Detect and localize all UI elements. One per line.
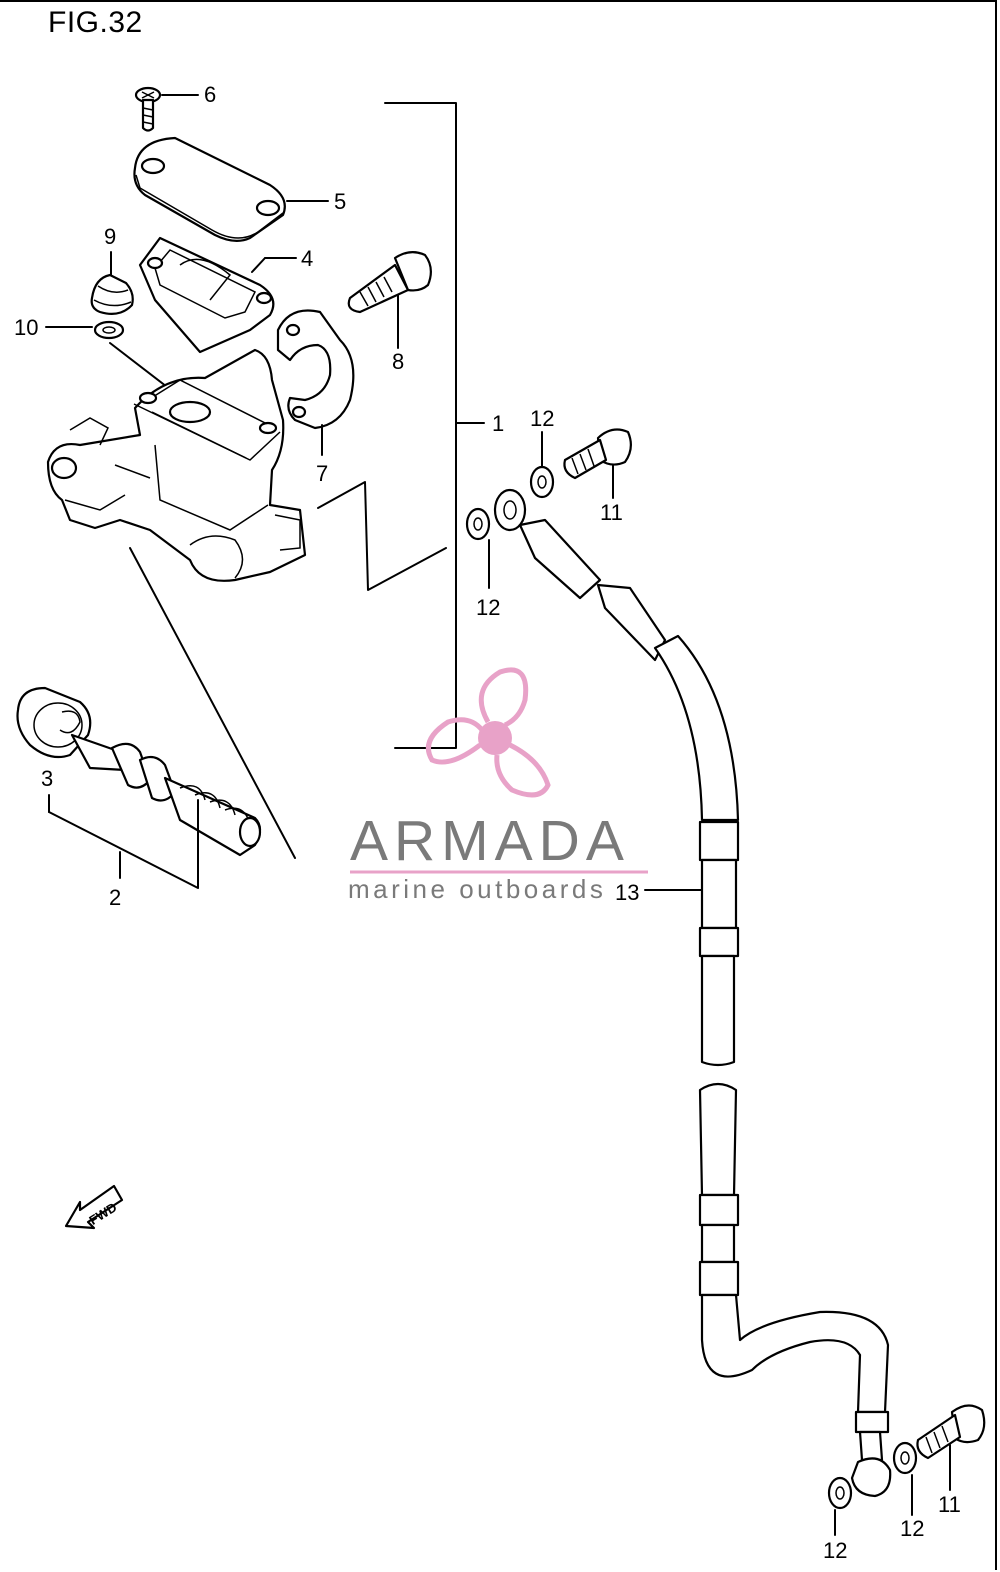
screw-icon <box>134 86 199 132</box>
callout-1: 1 <box>492 411 504 436</box>
clamp-bolt-icon <box>347 251 432 349</box>
watermark-brand: ARMADA <box>350 809 630 873</box>
callout-2: 2 <box>109 885 121 910</box>
callout-11-lower: 11 <box>938 1492 961 1517</box>
boot-icon <box>90 251 134 315</box>
connector-leader <box>129 481 447 859</box>
banjo-fitting-icon <box>465 488 667 662</box>
master-cylinder-body-icon <box>46 348 307 582</box>
assembly-bracket-1 <box>384 102 485 749</box>
callout-12-lower-right: 12 <box>900 1516 924 1541</box>
propeller-logo-icon <box>426 667 551 798</box>
brake-hose-icon <box>644 634 892 1498</box>
piston-kit-icon <box>16 686 262 889</box>
callout-10: 10 <box>14 315 38 340</box>
washer-icon <box>45 320 211 421</box>
callout-7: 7 <box>316 461 328 486</box>
watermark-tagline: marine outboards <box>348 874 606 904</box>
banjo-bolt-icon <box>529 428 632 499</box>
holder-clamp-icon <box>276 309 355 456</box>
callout-3: 3 <box>41 766 53 791</box>
figure-title: FIG.32 <box>48 6 143 39</box>
callout-9: 9 <box>104 224 116 249</box>
callout-12-mid: 12 <box>476 595 500 620</box>
callout-6: 6 <box>204 82 216 107</box>
callout-4: 4 <box>301 246 313 271</box>
callout-13: 13 <box>615 880 639 905</box>
callout-5: 5 <box>334 189 346 214</box>
callout-12-top: 12 <box>530 406 554 431</box>
callout-11-top: 11 <box>600 500 623 525</box>
lower-banjo-bolt-icon <box>827 1404 986 1536</box>
diaphragm-icon <box>138 236 297 354</box>
watermark: ARMADA marine outboards <box>348 667 648 904</box>
callout-8: 8 <box>392 349 404 374</box>
fwd-arrow-icon: FWD <box>64 1184 124 1230</box>
callout-12-lower-left: 12 <box>823 1538 847 1563</box>
reservoir-cap-icon <box>133 136 329 242</box>
